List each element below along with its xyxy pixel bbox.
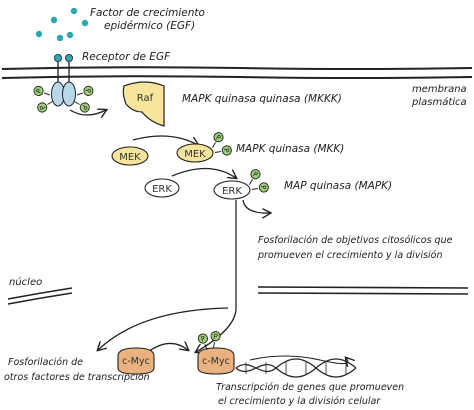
mkkk-label: MAPK quinasa quinasa (MKKK) <box>182 93 342 105</box>
raf-label: Raf <box>137 93 154 104</box>
mrna-arrow <box>249 355 348 364</box>
cmyc-phosphorylated: c-Myc <box>196 330 235 375</box>
cytosolic-targets-label: Fosforilación de objetivos citosólicos q… <box>257 235 455 261</box>
plasma-membrane <box>1 66 473 79</box>
arrow-cmyc-activation <box>147 343 188 353</box>
cmyc-label: c-Myc <box>202 356 230 367</box>
other-factors-label: Fosforilación de otros factores de trans… <box>4 357 150 383</box>
membrane-label: membrana plasmática <box>411 84 470 108</box>
arrow-raf-to-mek <box>132 135 198 145</box>
mek-label: MEK <box>119 152 141 163</box>
erk-inactive: ERK <box>144 178 180 198</box>
egf-molecule <box>81 19 89 27</box>
dna-helix <box>235 358 357 378</box>
mapk-label: MAP quinasa (MAPK) <box>284 180 392 192</box>
erk-label: ERK <box>152 184 172 195</box>
erk-label: ERK <box>222 186 242 197</box>
egf-receptor <box>32 54 95 115</box>
egf-molecule <box>56 34 64 42</box>
arrow-to-other-factors <box>98 307 229 350</box>
mek-inactive: MEK <box>111 146 149 166</box>
egf-ligands <box>35 7 89 42</box>
erk-phosphorylated: ERK <box>213 167 270 200</box>
nuclear-membrane <box>7 286 469 305</box>
mek-phosphorylated: MEK <box>176 130 233 163</box>
arrow-mek-to-erk <box>171 167 236 178</box>
egf-molecule <box>35 30 43 38</box>
egf-molecule <box>50 16 58 24</box>
cmyc-inactive: c-Myc <box>117 347 155 375</box>
egf-molecule <box>70 7 78 15</box>
arrow-erk-to-cytosolic <box>242 199 270 213</box>
receptor-label: Receptor de EGF <box>82 51 171 63</box>
cmyc-label: c-Myc <box>122 356 150 367</box>
egf-label: Factor de crecimiento epidérmico (EGF) <box>90 7 208 32</box>
arrow-erk-to-nucleus <box>196 200 237 352</box>
egf-molecule <box>66 31 74 39</box>
arrow-receptor-to-raf <box>69 110 106 115</box>
raf-kinase: Raf <box>122 81 165 127</box>
mek-label: MEK <box>184 149 206 160</box>
transcription-label: Transcripción de genes que promueven el … <box>216 382 407 407</box>
nucleus-label: núcleo <box>9 276 42 288</box>
mkk-label: MAPK quinasa (MKK) <box>236 143 344 155</box>
